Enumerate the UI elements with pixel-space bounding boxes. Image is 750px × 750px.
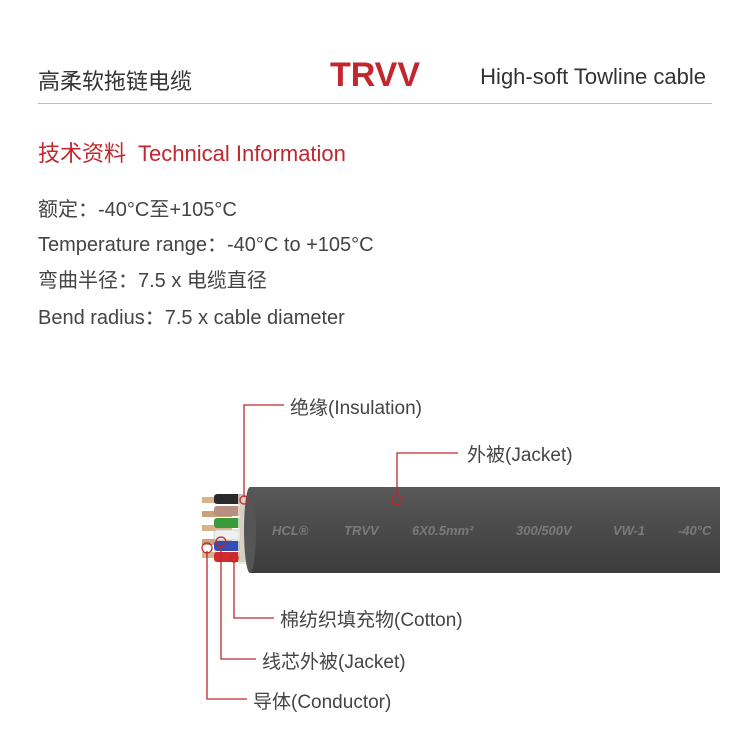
cable-print-rating: VW-1 xyxy=(613,523,645,538)
callout-cotton: 棉纺织填充物(Cotton) xyxy=(280,610,463,631)
callout-core-jacket: 线芯外被(Jacket) xyxy=(262,652,406,673)
callout-conductor: 导体(Conductor) xyxy=(253,692,392,713)
spec-bend-radius-cn: 弯曲半径：7.5 x 电缆直径 xyxy=(38,270,267,292)
callout-jacket: 外被(Jacket) xyxy=(467,445,573,466)
spec-rated-temp: 额定：-40°C至+105°C xyxy=(38,199,237,221)
cable-print-voltage: 300/500V xyxy=(516,523,573,538)
cable-print-model: TRVV xyxy=(344,523,380,538)
header-title-en: High-soft Towline cable xyxy=(480,64,706,89)
section-title-en: Technical Information xyxy=(138,141,346,166)
section-title: 技术资料 Technical Information xyxy=(38,136,346,168)
callout-insulation: 绝缘(Insulation) xyxy=(290,398,422,419)
spec-bend-radius-en: Bend radius：7.5 x cable diameter xyxy=(38,307,345,329)
header-model-name: TRVV xyxy=(329,56,421,94)
cable-print-spec: 6X0.5mm² xyxy=(412,523,474,538)
spec-temperature-range: Temperature range：-40°C to +105°C xyxy=(38,234,374,256)
cable-print-brand: HCL® xyxy=(272,523,309,538)
header-title-cn: 高柔软拖链电缆 xyxy=(38,69,193,94)
callout-leaders xyxy=(201,404,458,700)
cable-print-temp: -40°C xyxy=(678,523,712,538)
cable-jacket-body xyxy=(250,487,720,573)
header-divider xyxy=(38,103,712,104)
cotton-filler xyxy=(238,494,246,564)
section-title-cn: 技术资料 xyxy=(38,141,127,166)
cable-end-cap xyxy=(244,487,256,573)
